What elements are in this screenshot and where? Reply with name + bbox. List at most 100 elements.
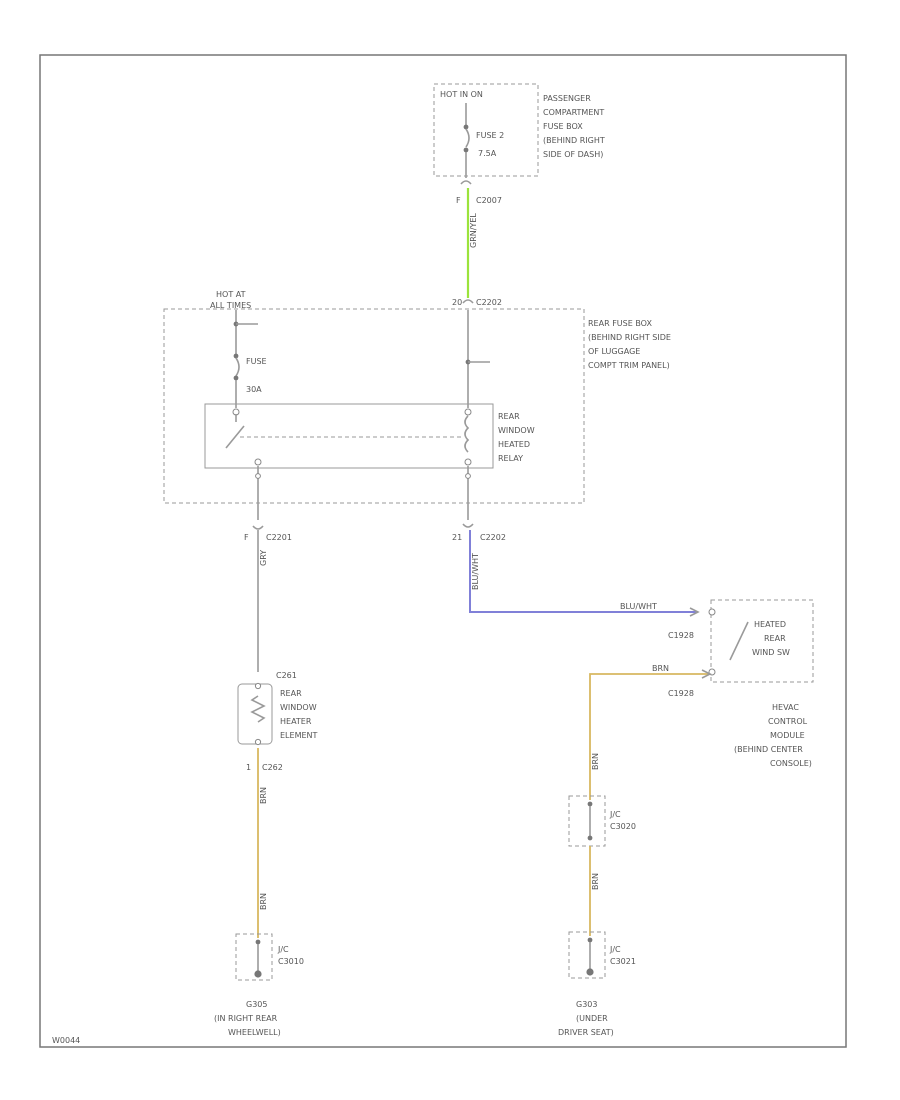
relay-output-terminal: [255, 473, 261, 479]
c2202b-pin: 21: [452, 533, 462, 542]
c2202-connector-symbol: [462, 299, 474, 304]
relay-label-1: REAR: [498, 412, 520, 421]
top-fuse-box-label-2: COMPARTMENT: [543, 108, 604, 117]
rear-fuse-amps: 30A: [246, 385, 262, 394]
top-fuse-box-label-5: SIDE OF DASH): [543, 150, 603, 159]
ground-g305-label-1: G305: [246, 1000, 267, 1009]
c2202-pin: 20: [452, 298, 462, 307]
yellow-wire-low-color: BRN: [591, 873, 600, 890]
ground-g305-label-3: WHEELWELL): [228, 1028, 281, 1037]
top-fuse-box-label-1: PASSENGER: [543, 94, 591, 103]
splice-c3021-top-dot: [587, 937, 593, 943]
c261-label: C261: [276, 671, 297, 680]
relay-coil-top-terminal: [464, 408, 472, 416]
ground-g303-dot: [586, 968, 594, 976]
relay-coil-bottom-terminal: [464, 458, 472, 466]
top-fuse-lower-terminal: [463, 147, 469, 153]
c1928-top: C1928: [668, 631, 694, 640]
splice-c3020-bottom-dot: [587, 835, 593, 841]
top-fuse-upper-terminal: [463, 124, 469, 130]
splice-c3021-label-1: J/C: [609, 945, 621, 954]
rear-fuse-box-label-2: (BEHIND RIGHT SIDE: [588, 333, 671, 342]
splice-c3010-box: [235, 933, 273, 981]
heater-label-3: HEATER: [280, 717, 312, 726]
ground-g303-label-1: G303: [576, 1000, 597, 1009]
rear-hot-label-1: HOT AT: [216, 290, 246, 299]
violet-wire-arrow: [689, 607, 700, 617]
top-hot-label: HOT IN ON: [440, 90, 483, 99]
ground-g305-dot: [254, 970, 262, 978]
splice-c3021-box: [568, 931, 606, 979]
c2201-pin: F: [244, 533, 249, 542]
relay-switch-blade: [225, 425, 245, 449]
rear-hot-label-2: ALL TIMES: [210, 301, 251, 310]
splice-c3021-label-2: C3021: [610, 957, 636, 966]
ground-g303-label-2: (UNDER: [576, 1014, 608, 1023]
yellow-wire-right-color: BRN: [652, 664, 669, 673]
hvac-switch-top-terminal: [708, 608, 716, 616]
c1928-bottom: C1928: [668, 689, 694, 698]
top-fuse-box-label-3: FUSE BOX: [543, 122, 583, 131]
splice-c3020-label-2: C3020: [610, 822, 636, 831]
c2007-pin: F: [456, 196, 461, 205]
hvac-switch-blade: [729, 621, 749, 661]
yellow-wire-right-arrow: [701, 669, 712, 679]
rear-fuse-label: FUSE: [246, 357, 267, 366]
hvac-label-2: CONTROL: [768, 717, 808, 726]
diagram-frame: [39, 54, 847, 1048]
rear-fuse-element: [235, 357, 240, 377]
top-fuse-label: FUSE 2: [476, 131, 504, 140]
splice-c3010-label-1: J/C: [277, 945, 289, 954]
heater-label-4: ELEMENT: [280, 731, 318, 740]
relay-coil-output-terminal: [465, 473, 471, 479]
diagram-code: W0044: [52, 1036, 80, 1045]
splice-c3010-top-dot: [255, 939, 261, 945]
c2202-label: C2202: [476, 298, 502, 307]
splice-c3010-label-2: C3010: [278, 957, 304, 966]
ground-g305-label-2: (IN RIGHT REAR: [214, 1014, 278, 1023]
c2202b-connector-symbol: [462, 523, 474, 528]
c262-pin: 1: [246, 763, 251, 772]
c2201-connector-symbol: [252, 525, 264, 530]
rear-window-heated-relay: [204, 403, 494, 469]
relay-label-2: WINDOW: [498, 426, 535, 435]
yellow-wire-left-color: BRN: [259, 787, 268, 804]
c2202b-label: C2202: [480, 533, 506, 542]
hvac-label-5: CONSOLE): [770, 759, 812, 768]
heater-bottom-terminal: [254, 738, 262, 746]
hvac-switch-label-2: REAR: [764, 634, 786, 643]
relay-label-4: RELAY: [498, 454, 523, 463]
violet-wire-color: BLU/WHT: [620, 602, 657, 611]
rear-fuse-upper-terminal: [233, 353, 239, 359]
relay-label-3: HEATED: [498, 440, 530, 449]
rear-fuse-box-label-4: COMPT TRIM PANEL): [588, 361, 670, 370]
rear-fuse-box-label-3: OF LUGGAGE: [588, 347, 640, 356]
ground-g303-label-3: DRIVER SEAT): [558, 1028, 614, 1037]
c2007-connector-symbol: [460, 180, 472, 185]
hvac-label-4: (BEHIND CENTER: [734, 745, 803, 754]
splice-c3020-top-dot: [587, 801, 593, 807]
yellow-wire-left-low-color: BRN: [259, 893, 268, 910]
hvac-label-3: MODULE: [770, 731, 805, 740]
c262-label: C262: [262, 763, 283, 772]
grey-wire-color: GRY: [259, 550, 268, 566]
hvac-switch-label-3: WIND SW: [752, 648, 790, 657]
yellow-wire-right: [589, 673, 710, 800]
relay-coil: [464, 415, 470, 453]
hvac-switch-box: [710, 599, 814, 683]
violet-wire: [469, 530, 698, 613]
splice-c3020-box: [568, 795, 606, 847]
top-fuse-box-label-4: (BEHIND RIGHT: [543, 136, 605, 145]
hvac-label-1: HEVAC: [772, 703, 799, 712]
top-fuse-element: [465, 128, 470, 148]
rear-window-heater-element: [237, 683, 273, 745]
heater-grid: [250, 695, 266, 723]
passenger-fuse-box: [433, 83, 539, 177]
rear-fuse-box-label-1: REAR FUSE BOX: [588, 319, 652, 328]
heater-label-1: REAR: [280, 689, 302, 698]
c2201-label: C2201: [266, 533, 292, 542]
c2007-label: C2007: [476, 196, 502, 205]
hvac-switch-label-1: HEATED: [754, 620, 786, 629]
violet-wire-color-vertical: BLU/WHT: [471, 553, 480, 590]
